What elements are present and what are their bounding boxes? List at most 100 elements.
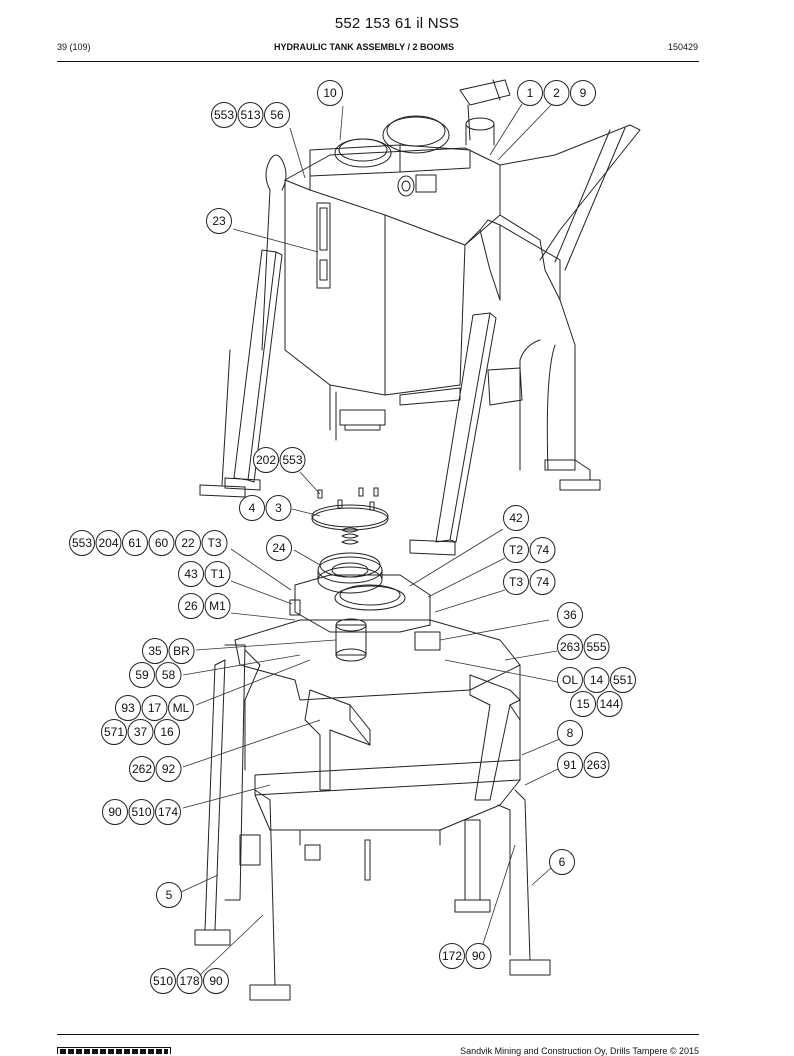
callout-circle [142, 638, 168, 664]
callout-circle [239, 495, 265, 521]
sandvik-logo [57, 1047, 171, 1054]
callout-5: 5 [156, 882, 182, 908]
callout-label: 8 [567, 726, 574, 740]
callout-circle [517, 80, 543, 106]
callout-circle [141, 695, 168, 721]
callout-circle [204, 561, 231, 587]
callout-circle [178, 593, 204, 619]
date-code: 150429 [667, 42, 698, 52]
callout-label: 61 [128, 536, 142, 550]
document-title: 552 153 61 il NSS [334, 15, 460, 32]
callout-circle [129, 662, 155, 688]
callout-10: 10 [317, 80, 343, 106]
callout-T2-74: T2 74 [503, 537, 556, 563]
callout-8: 8 [557, 720, 583, 746]
callout-circle [570, 80, 596, 106]
callout-circle [204, 593, 231, 619]
callout-label: 37 [134, 725, 148, 739]
callout-circle [129, 756, 155, 782]
callout-circle [583, 634, 610, 660]
callout-label: 36 [563, 608, 577, 622]
callout-label: 56 [270, 108, 284, 122]
leader-lines [180, 103, 563, 976]
callout-label: 74 [536, 543, 550, 557]
callout-label: 74 [536, 575, 550, 589]
footer-copyright: Sandvik Mining and Construction Oy, Dril… [460, 1046, 699, 1056]
callout-circle [156, 882, 182, 908]
header-rule [57, 61, 699, 62]
callout-553-513-56: 553 513 56 [211, 102, 290, 128]
lower-tank-assembly [194, 574, 551, 1001]
callout-label: 553 [214, 108, 234, 122]
callout-circle [596, 691, 623, 717]
callout-circle [557, 602, 583, 628]
callout-label: 5 [166, 888, 173, 902]
callout-label: 59 [135, 668, 149, 682]
callout-circle [503, 569, 529, 595]
callout-circle [95, 530, 122, 556]
callout-circle [150, 968, 176, 994]
callout-label: 263 [586, 758, 606, 772]
callout-circle [266, 535, 292, 561]
callout-label: 178 [179, 974, 199, 988]
callout-circle [549, 849, 575, 875]
callout-42: 42 [503, 505, 529, 531]
callout-label: 17 [148, 701, 162, 715]
callout-label: 16 [160, 725, 174, 739]
callout-label: T2 [509, 543, 523, 557]
callout-circle [101, 719, 127, 745]
callout-circle [317, 80, 343, 106]
callout-circle [102, 799, 128, 825]
callout-label: 262 [132, 762, 152, 776]
callout-circle [168, 695, 194, 721]
callout-23: 23 [206, 208, 232, 234]
callout-circle [155, 756, 182, 782]
callout-label: 90 [209, 974, 223, 988]
callout-label: T3 [207, 536, 221, 550]
callout-circle [610, 667, 636, 693]
callout-label: 4 [249, 501, 256, 515]
callout-36: 36 [557, 602, 583, 628]
callout-circle [178, 561, 204, 587]
callout-circle [503, 505, 529, 531]
callout-circle [168, 638, 195, 664]
callout-circle [264, 102, 290, 128]
callout-6: 6 [549, 849, 575, 875]
callout-label: 91 [563, 758, 577, 772]
callout-24: 24 [266, 535, 292, 561]
callout-circle [265, 495, 292, 521]
callout-label: 510 [153, 974, 173, 988]
callout-circle [155, 662, 182, 688]
callout-circle [279, 447, 306, 473]
callout-label: 24 [272, 541, 286, 555]
callout-circle [176, 968, 203, 994]
callout-label: 571 [104, 725, 124, 739]
callout-label: 513 [240, 108, 260, 122]
callout-label: 553 [72, 536, 92, 550]
callout-label: 204 [98, 536, 118, 550]
callout-label: 26 [184, 599, 198, 613]
section-title: HYDRAULIC TANK ASSEMBLY / 2 BOOMS [273, 42, 455, 52]
callout-circle [543, 80, 570, 106]
callout-label: 90 [472, 949, 486, 963]
callout-circle [115, 695, 141, 721]
callout-label: 14 [590, 673, 604, 687]
callout-label: 10 [323, 86, 337, 100]
callout-label: T1 [210, 567, 224, 581]
callout-label: 42 [509, 511, 523, 525]
callout-circle [583, 667, 610, 693]
callout-circle [583, 752, 610, 778]
